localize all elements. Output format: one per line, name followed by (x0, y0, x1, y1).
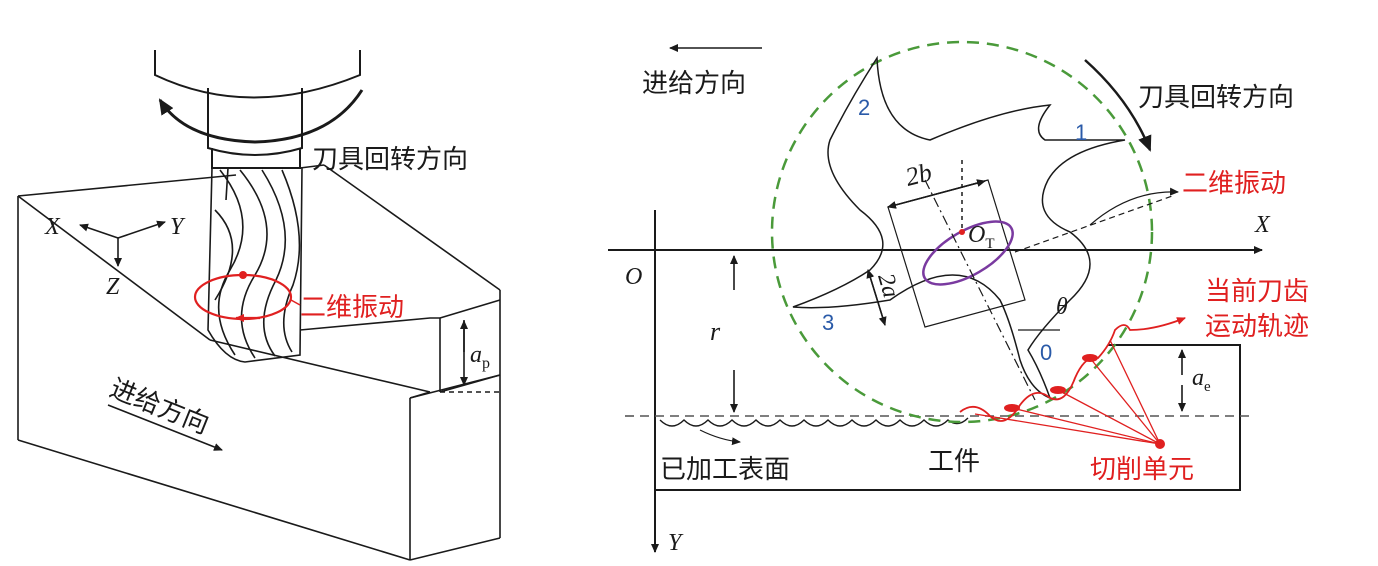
width-2b-label: 2b (902, 157, 934, 191)
left-feed-label: 进给方向 (105, 374, 213, 441)
tooth-label-0: 0 (1040, 340, 1052, 365)
vibration-ellipse (922, 220, 1014, 286)
origin-label: O (625, 264, 642, 290)
radial-line (924, 179, 1036, 401)
width-2a-label: 2a (872, 270, 904, 300)
workpiece-block (17, 164, 501, 561)
tooth-label-3: 3 (822, 310, 834, 335)
left-axis-y: Y (170, 214, 186, 240)
tool-envelope-circle (770, 40, 1154, 424)
workpiece-label: 工件 (928, 447, 980, 477)
spindle-rotation-arrow (158, 89, 364, 144)
scallops (659, 417, 969, 427)
cutter-profile (792, 55, 1126, 400)
left-axes (79, 220, 166, 267)
right-feed-label: 进给方向 (642, 69, 746, 99)
right-workpiece (655, 344, 1241, 491)
trajectory-label-1: 当前刀齿 (1205, 277, 1309, 307)
left-vibration-label: 二维振动 (300, 293, 404, 323)
left-axis-z: Z (106, 274, 120, 300)
center-label: OT (968, 222, 995, 252)
theta-label: θ (1056, 294, 1068, 320)
radius-label: r (710, 317, 721, 346)
left-axis-x: X (44, 214, 61, 240)
right-axis-x: X (1254, 212, 1271, 238)
tooth-label-1: 1 (1075, 120, 1087, 145)
depth-ap-symbol: ap (470, 342, 490, 372)
left-vibration-leader (290, 299, 301, 306)
right-vibration-label: 二维振动 (1182, 169, 1286, 199)
right-rotation-arc (1084, 59, 1152, 152)
tooth-trajectory (959, 317, 1186, 422)
radial-depth-label: ae (1192, 365, 1211, 395)
left-feed-arrow (107, 404, 223, 451)
right-axis-y: Y (668, 530, 684, 556)
spindle (154, 50, 361, 169)
machined-surface-label: 已加工表面 (660, 455, 790, 485)
tooth-label-2: 2 (858, 95, 870, 120)
vibration-rectangle (866, 160, 1026, 328)
cutting-leaders (974, 339, 1161, 445)
right-rotation-label: 刀具回转方向 (1138, 83, 1294, 113)
cutting-unit-label: 切削单元 (1090, 455, 1194, 485)
left-panel (17, 50, 501, 561)
end-mill (207, 167, 303, 363)
labels: 刀具回转方向 二维振动 进给方向 X Y Z ap 进给方向 刀具回转方向 二维… (44, 69, 1309, 556)
right-panel (608, 40, 1263, 553)
trajectory-label-2: 运动轨迹 (1205, 312, 1309, 342)
left-rotation-label: 刀具回转方向 (312, 145, 468, 175)
cutting-elements (1004, 354, 1165, 449)
